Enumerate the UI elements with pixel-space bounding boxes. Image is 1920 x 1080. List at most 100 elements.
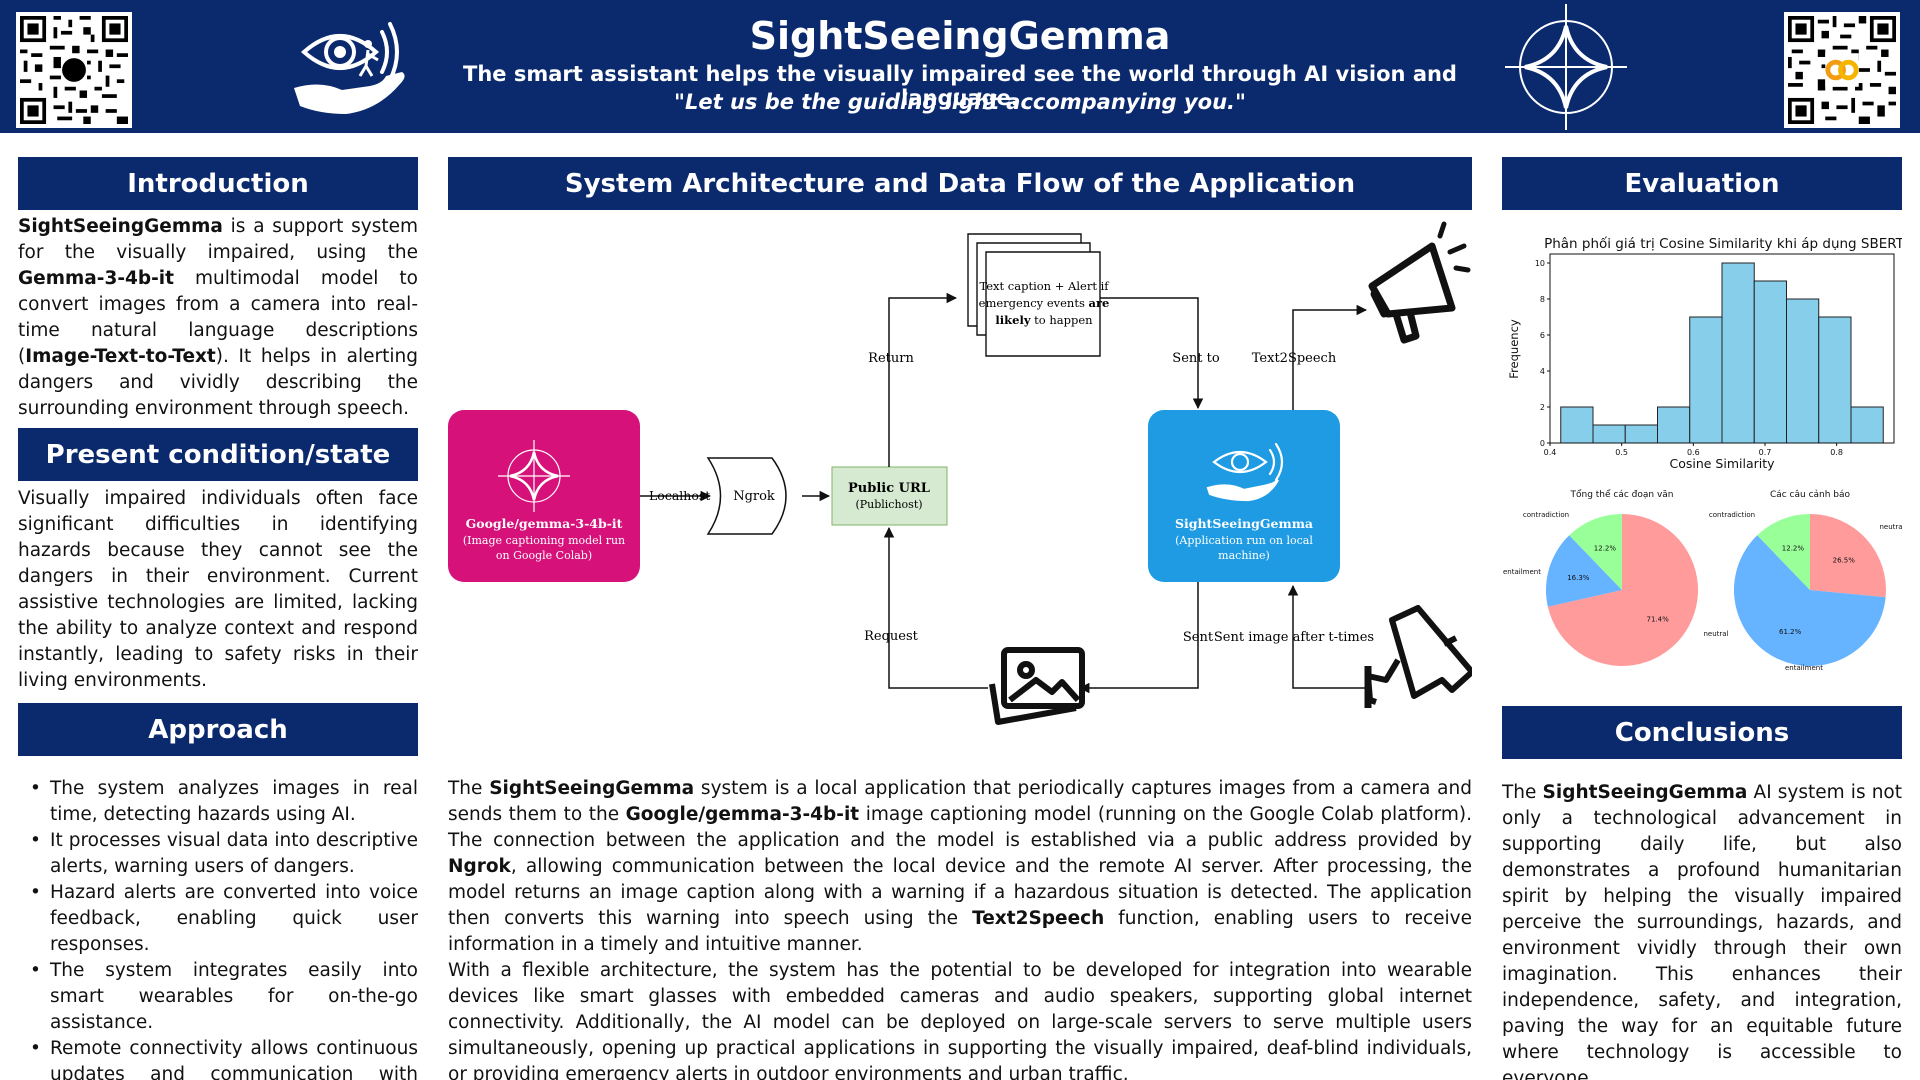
doc-line-2: emergency events are: [979, 296, 1110, 310]
doc-line-3b: to happen: [1031, 313, 1094, 327]
pie-slice: [1810, 514, 1886, 598]
model-box-label: Google/gemma-3-4b-it: [466, 516, 623, 531]
approach-list: The system analyzes images in real time,…: [18, 776, 418, 1080]
pie-slice-label: entailment: [1503, 568, 1541, 576]
desc-bold: Text2Speech: [972, 908, 1105, 929]
conclusions-heading: Conclusions: [1502, 706, 1902, 759]
evaluation-chart-canvas: Phân phối giá trị Cosine Similarity khi …: [1503, 235, 1902, 672]
histogram-x-tick-label: 0.8: [1830, 448, 1843, 457]
eye-hand-logo-icon: [1206, 442, 1284, 502]
desc-bold: Ngrok: [448, 856, 511, 877]
public-url-box: [831, 466, 948, 526]
present-text: Visually impaired individuals often face…: [18, 488, 418, 691]
publichost-label: (Publichost): [855, 498, 922, 511]
qr-code-left[interactable]: [16, 12, 132, 128]
pie-slice-label: neutral: [1703, 630, 1728, 638]
ngrok-label: Ngrok: [733, 489, 775, 504]
megaphone-icon: [1368, 221, 1471, 344]
histogram-title: Phân phối giá trị Cosine Similarity khi …: [1544, 235, 1902, 252]
histogram-x-tick-label: 0.4: [1544, 448, 1557, 457]
pie-title: Các câu cảnh báo: [1770, 489, 1851, 500]
pie-pct-label: 71.4%: [1646, 615, 1669, 623]
app-box-sub2: machine): [1218, 549, 1270, 562]
histogram-bar: [1592, 424, 1626, 444]
histogram-x-tick-label: 0.7: [1759, 448, 1772, 457]
poster-subtitle: The smart assistant helps the visually i…: [463, 62, 1457, 110]
desc-text: , allowing communication between the loc…: [448, 856, 1472, 929]
histogram-y-tick-label: 0: [1540, 439, 1545, 448]
present-heading: Present condition/state: [18, 428, 418, 481]
desc-text: image captioning model (running on the G…: [448, 804, 1472, 851]
pie-pct-label: 12.2%: [1782, 545, 1805, 553]
histogram-bar: [1850, 406, 1884, 444]
histogram-y-tick-label: 4: [1540, 367, 1545, 376]
document-stack: [967, 233, 1101, 357]
histogram-bar: [1786, 298, 1820, 444]
qr-code-icon: [20, 16, 128, 124]
doc-line-3a: likely: [995, 313, 1030, 327]
qr-code-icon: [1788, 16, 1896, 124]
pie-slice-label: entailment: [1785, 664, 1823, 672]
architecture-description: The SightSeeingGemma system is a local a…: [448, 776, 1472, 1080]
pie-slice-label: contradiction: [1523, 511, 1569, 519]
desc-text: The: [448, 778, 490, 799]
introduction-text: SightSeeingGemma is a support system for…: [18, 214, 418, 422]
histogram-x-label: Cosine Similarity: [1669, 456, 1775, 471]
desc-text: function, enabling users to receive info…: [448, 908, 1472, 955]
histogram-bar: [1721, 262, 1755, 444]
pie-pct-label: 61.2%: [1779, 628, 1802, 636]
histogram-bar: [1657, 406, 1691, 444]
intro-text-1: is a support system for the visually imp…: [18, 216, 418, 263]
architecture-diagram: Google/gemma-3-4b-it (Image captioning m…: [448, 221, 1472, 725]
concl-bold: SightSeeingGemma: [1542, 782, 1748, 803]
sent-label: Sent: [1183, 630, 1214, 645]
four-point-star-icon: [498, 440, 570, 512]
histogram-bar: [1560, 406, 1594, 444]
intro-text-3: ). It helps in alerting dangers and vivi…: [18, 346, 418, 419]
list-item: Remote connectivity allows continuous up…: [18, 1036, 418, 1080]
pie-pct-label: 26.5%: [1833, 556, 1856, 564]
doc-line-2b: are: [1089, 296, 1110, 310]
list-item: The system integrates easily into smart …: [18, 958, 418, 1036]
ngrok-shape: [706, 457, 787, 535]
four-point-star-icon: [1505, 4, 1627, 130]
sent-to-label: Sent to: [1172, 351, 1220, 366]
pie-slice-label: contradiction: [1709, 511, 1755, 519]
qr-code-right[interactable]: [1784, 12, 1900, 128]
pie-slice-label: neutral: [1879, 523, 1902, 531]
intro-bold-name: SightSeeingGemma: [18, 216, 223, 237]
list-item: It processes visual data into descriptiv…: [18, 828, 418, 880]
desc-bold: SightSeeingGemma: [489, 778, 695, 799]
histogram-x-tick-label: 0.5: [1615, 448, 1628, 457]
app-box-sub1: (Application run on local: [1175, 534, 1313, 547]
evaluation-charts: Phân phối giá trị Cosine Similarity khi …: [1502, 224, 1902, 684]
approach-heading: Approach: [18, 703, 418, 756]
histogram-bar: [1624, 424, 1658, 444]
model-box-sub2: on Google Colab): [496, 549, 592, 562]
pie-slice: [1547, 514, 1698, 666]
histogram-frame: [1549, 253, 1895, 444]
poster-header: SightSeeingGemma The smart assistant hel…: [0, 0, 1920, 133]
intro-bold-model: Gemma-3-4b-it: [18, 268, 174, 289]
intro-bold-task: Image-Text-to-Text: [25, 346, 216, 367]
histogram-y-label: Frequency: [1507, 319, 1521, 379]
model-box: [448, 410, 640, 582]
pie-title: Tổng thể các đoạn văn: [1569, 489, 1673, 500]
histogram-y-tick-label: 2: [1540, 403, 1545, 412]
introduction-heading: Introduction: [18, 157, 418, 210]
return-label: Return: [868, 351, 914, 366]
histogram-y-tick-label: 6: [1540, 331, 1545, 340]
text2speech-label: Text2Speech: [1252, 351, 1337, 366]
doc-line-3: likely to happen: [995, 313, 1093, 327]
histogram-y-tick-label: 8: [1540, 295, 1545, 304]
eye-hand-logo-icon: [294, 22, 405, 114]
histogram-y-tick-label: 10: [1535, 259, 1545, 268]
pie-pct-label: 16.3%: [1567, 574, 1590, 582]
histogram-bar: [1689, 316, 1723, 444]
doc-line-2a: emergency events: [979, 296, 1089, 310]
description-paragraph-2: With a flexible architecture, the system…: [448, 960, 1472, 1080]
model-box-sub1: (Image captioning model run: [463, 534, 625, 547]
pie-pct-label: 12.2%: [1594, 545, 1617, 553]
poster-title: SightSeeingGemma: [749, 14, 1171, 58]
public-url-label: Public URL: [848, 481, 930, 496]
